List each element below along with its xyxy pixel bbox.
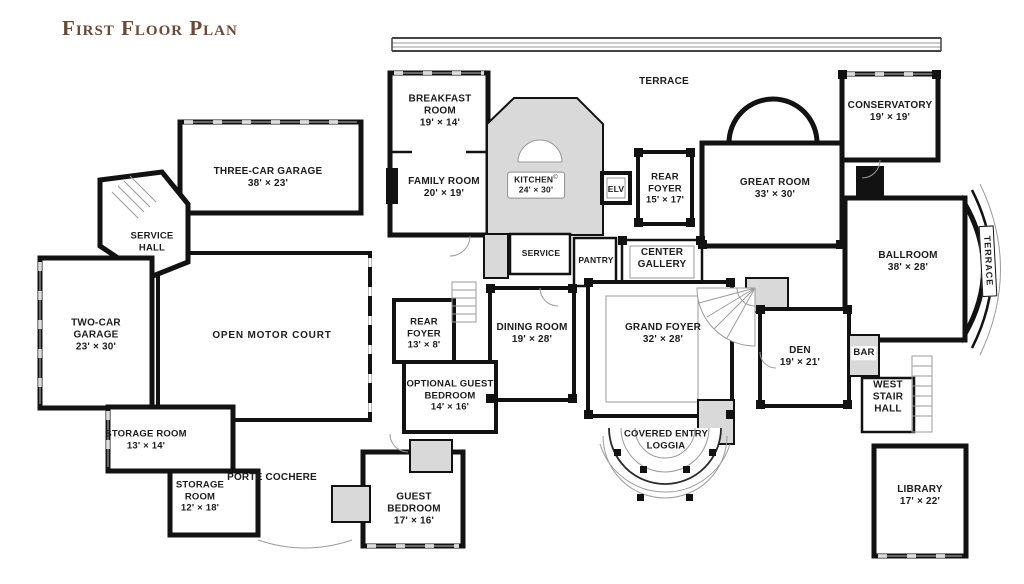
room-name: BREAKFAST ROOM (408, 93, 472, 117)
room-label-den: DEN 19' × 21' (755, 345, 845, 369)
room-dims: 38' × 28' (887, 262, 929, 273)
room-name: CONSERVATORY (847, 99, 933, 111)
room-name: SERVICE (521, 247, 561, 258)
room-dims: 20' × 19' (423, 188, 465, 199)
room-label-family-room: FAMILY ROOM 20' × 19' (406, 176, 482, 200)
room-name: TERRACE (639, 75, 689, 87)
room-label-porte-cochere: PORTE COCHERE (226, 472, 318, 484)
room-label-pantry: PANTRY (573, 255, 619, 265)
room-dims: 15' × 17' (645, 194, 685, 206)
room-dims: 17' × 22' (899, 496, 941, 507)
room-label-terrace-top: TERRACE (614, 76, 714, 88)
room-label-kitchen: KITCHEN© 24' × 30' (507, 171, 565, 199)
room-name: OPTIONAL GUEST BEDROOM (406, 378, 494, 402)
room-name: CENTER GALLERY (637, 246, 687, 270)
room-label-storage-room-2: STORAGE ROOM 12' × 18' (160, 480, 240, 515)
room-label-service-hall: SERVICE HALL (117, 230, 187, 253)
room-name: DINING ROOM (496, 321, 568, 333)
room-label-guest-bedroom: GUEST BEDROOM 17' × 16' (368, 492, 460, 529)
wall-posts (486, 70, 941, 419)
left-wing-walls (37, 119, 372, 549)
room-name: TWO-CAR GARAGE (71, 317, 121, 341)
room-name: REAR FOYER (648, 171, 682, 195)
room-dims: 33' × 30' (754, 189, 796, 200)
copyright-mark: © (553, 174, 558, 181)
room-label-rear-foyer-north: REAR FOYER 15' × 17' (633, 172, 697, 207)
room-name: GRAND FOYER (624, 321, 702, 333)
room-dims: 13' × 14' (126, 440, 166, 451)
room-name: TERRACE (982, 235, 995, 287)
room-name: KITCHEN© (514, 174, 558, 185)
room-name: OPEN MOTOR COURT (212, 329, 332, 341)
room-dims: 24' × 30' (518, 185, 554, 195)
room-label-optional-guest-bedroom: OPTIONAL GUEST BEDROOM 14' × 16' (404, 379, 496, 414)
room-label-west-stair-hall: WEST STAIR HALL (861, 380, 915, 417)
room-dims: 14' × 16' (430, 401, 470, 413)
room-name: STORAGE ROOM (105, 428, 187, 440)
room-name: BAR (853, 347, 875, 359)
room-name: ELV (607, 183, 625, 194)
room-dims: 19' × 28' (511, 334, 553, 345)
room-dims: 38' × 23' (247, 178, 289, 189)
room-name: DEN (789, 344, 811, 356)
room-label-open-motor-court: OPEN MOTOR COURT (212, 330, 331, 342)
room-label-two-car-garage: TWO-CAR GARAGE 23' × 30' (50, 318, 142, 355)
room-label-great-room: GREAT ROOM 33' × 30' (710, 177, 840, 201)
page-title: First Floor Plan (62, 16, 238, 40)
room-label-grand-foyer: GRAND FOYER 32' × 28' (621, 322, 705, 346)
room-name: BALLROOM (878, 249, 938, 261)
room-name: GREAT ROOM (739, 176, 811, 188)
room-label-center-gallery: CENTER GALLERY (620, 247, 704, 271)
room-label-dining-room: DINING ROOM 19' × 28' (496, 322, 568, 346)
room-label-library: LIBRARY 17' × 22' (878, 484, 962, 508)
terrace-steps (391, 37, 942, 52)
room-name: WEST STAIR HALL (872, 379, 904, 416)
room-label-bar: BAR (851, 346, 877, 360)
room-dims: 19' × 14' (419, 118, 461, 130)
room-label-conservatory: CONSERVATORY 19' × 19' (832, 100, 948, 124)
room-dims: 19' × 19' (869, 112, 911, 123)
center-wing-walls (331, 70, 789, 549)
door-swings (389, 159, 881, 453)
room-name: GUEST BEDROOM (387, 491, 441, 515)
right-wing-walls (699, 71, 1001, 559)
room-dims: 23' × 30' (75, 342, 117, 354)
room-name: STORAGE ROOM (175, 479, 225, 503)
room-name: PANTRY (578, 254, 614, 265)
room-label-storage-room-1: STORAGE ROOM 13' × 14' (104, 428, 188, 451)
room-name: COVERED ENTRY LOGGIA (623, 428, 709, 451)
room-label-ballroom: BALLROOM 38' × 28' (848, 250, 968, 274)
room-name: THREE-CAR GARAGE (213, 165, 323, 177)
room-dims: 13' × 8' (407, 339, 441, 351)
room-label-breakfast-room: BREAKFAST ROOM 19' × 14' (397, 94, 483, 131)
room-dims: 19' × 21' (779, 357, 821, 368)
room-name: LIBRARY (897, 483, 943, 495)
room-dims: 32' × 28' (642, 334, 684, 345)
room-label-covered-entry-loggia: COVERED ENTRY LOGGIA (620, 428, 712, 451)
room-label-elevator: ELV (601, 184, 631, 194)
room-label-service: SERVICE (513, 248, 569, 258)
room-name: FAMILY ROOM (408, 175, 480, 187)
room-label-three-car-garage: THREE-CAR GARAGE 38' × 23' (214, 166, 323, 190)
room-dims: 17' × 16' (393, 516, 435, 528)
room-label-rear-foyer-west: REAR FOYER 13' × 8' (392, 317, 456, 352)
room-name: PORTE COCHERE (227, 471, 317, 483)
room-name: REAR FOYER (407, 316, 441, 340)
room-name: SERVICE HALL (130, 230, 174, 253)
room-dims: 12' × 18' (180, 502, 220, 514)
